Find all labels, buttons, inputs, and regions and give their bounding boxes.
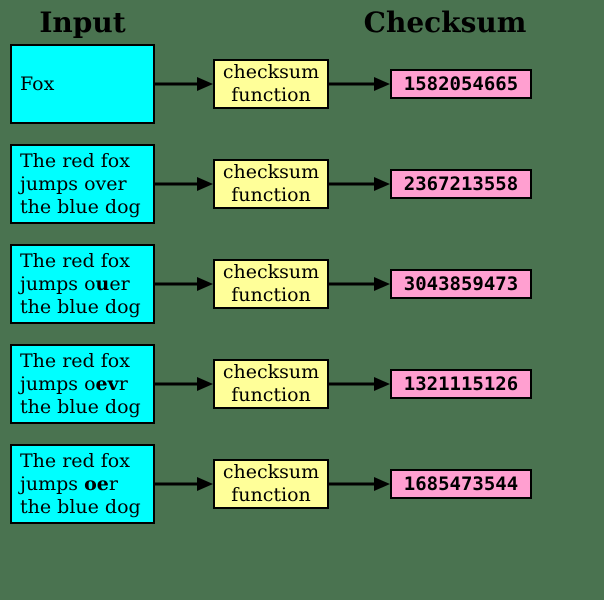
input-text-segment: jumps o (20, 272, 96, 295)
function-to-checksum-arrow (329, 176, 390, 196)
function-box-label: checksum (222, 261, 320, 283)
input-text-bold-segment: oe (84, 472, 109, 495)
input-text-segment: the blue dog (20, 395, 141, 418)
input-text-segment: The red fox (20, 149, 130, 172)
checksum-value: 1582054665 (403, 73, 519, 95)
input-text-bold-segment: ev (95, 372, 119, 395)
input-text-line: The red fox (20, 350, 153, 373)
input-column-title: Input (39, 6, 126, 39)
input-text-segment: jumps o (20, 372, 96, 395)
input-text-line: the blue dog (20, 296, 153, 319)
input-text-segment: the blue dog (20, 495, 141, 518)
input-text-segment: jumps over (20, 172, 127, 195)
input-text-line: The red fox (20, 450, 153, 473)
function-box-label: function (231, 484, 311, 506)
arrow-icon (329, 377, 390, 391)
input-text-line: Fox (20, 73, 153, 96)
input-text-segment: er (109, 272, 130, 295)
input-text-line: jumps oer (20, 473, 153, 496)
arrow-icon (329, 477, 390, 491)
input-text-line: the blue dog (20, 496, 153, 519)
input-to-function-arrow (155, 176, 213, 196)
checksum-value-box: 1582054665 (390, 69, 532, 99)
function-to-checksum-arrow (329, 376, 390, 396)
input-text-segment: The red fox (20, 449, 130, 472)
function-box-label: checksum (222, 461, 320, 483)
input-text-segment: Fox (20, 72, 55, 95)
input-text-segment: r (108, 472, 118, 495)
input-text-line: the blue dog (20, 196, 153, 219)
input-text-segment: the blue dog (20, 195, 141, 218)
input-text-line: The red fox (20, 250, 153, 273)
checksum-value-box: 2367213558 (390, 169, 532, 199)
checksum-value: 1321115126 (403, 373, 519, 395)
input-to-function-arrow (155, 76, 213, 96)
input-text-line: jumps ouer (20, 273, 153, 296)
input-text-segment: The red fox (20, 349, 130, 372)
arrow-icon (329, 177, 390, 191)
input-text-line: the blue dog (20, 396, 153, 419)
arrow-icon (155, 77, 213, 91)
function-box-label: checksum (222, 361, 320, 383)
input-to-function-arrow (155, 276, 213, 296)
function-box-label: function (231, 384, 311, 406)
input-text-segment: The red fox (20, 249, 130, 272)
input-text-line: jumps oevr (20, 373, 153, 396)
input-text-line: jumps over (20, 173, 153, 196)
function-to-checksum-arrow (329, 276, 390, 296)
input-to-function-arrow (155, 376, 213, 396)
arrow-icon (155, 177, 213, 191)
function-box-label: function (231, 284, 311, 306)
function-box-label: checksum (222, 161, 320, 183)
function-box-label: checksum (222, 61, 320, 83)
input-text-segment: the blue dog (20, 295, 141, 318)
arrow-icon (329, 77, 390, 91)
arrow-icon (155, 477, 213, 491)
arrow-icon (155, 377, 213, 391)
checksum-column-title: Checksum (363, 6, 527, 39)
function-to-checksum-arrow (329, 476, 390, 496)
function-to-checksum-arrow (329, 76, 390, 96)
checksum-value: 1685473544 (403, 473, 519, 495)
input-box: Fox (10, 44, 155, 124)
input-text-segment: jumps (20, 472, 85, 495)
checksum-value-box: 1685473544 (390, 469, 532, 499)
arrow-icon (329, 277, 390, 291)
input-text-segment: r (118, 372, 128, 395)
input-text-line: The red fox (20, 150, 153, 173)
input-to-function-arrow (155, 476, 213, 496)
input-text-bold-segment: u (95, 272, 110, 295)
function-box-label: function (231, 184, 311, 206)
function-box-label: function (231, 84, 311, 106)
arrow-icon (155, 277, 213, 291)
checksum-value-box: 3043859473 (390, 269, 532, 299)
checksum-value: 2367213558 (403, 173, 519, 195)
checksum-value-box: 1321115126 (390, 369, 532, 399)
checksum-value: 3043859473 (403, 273, 519, 295)
